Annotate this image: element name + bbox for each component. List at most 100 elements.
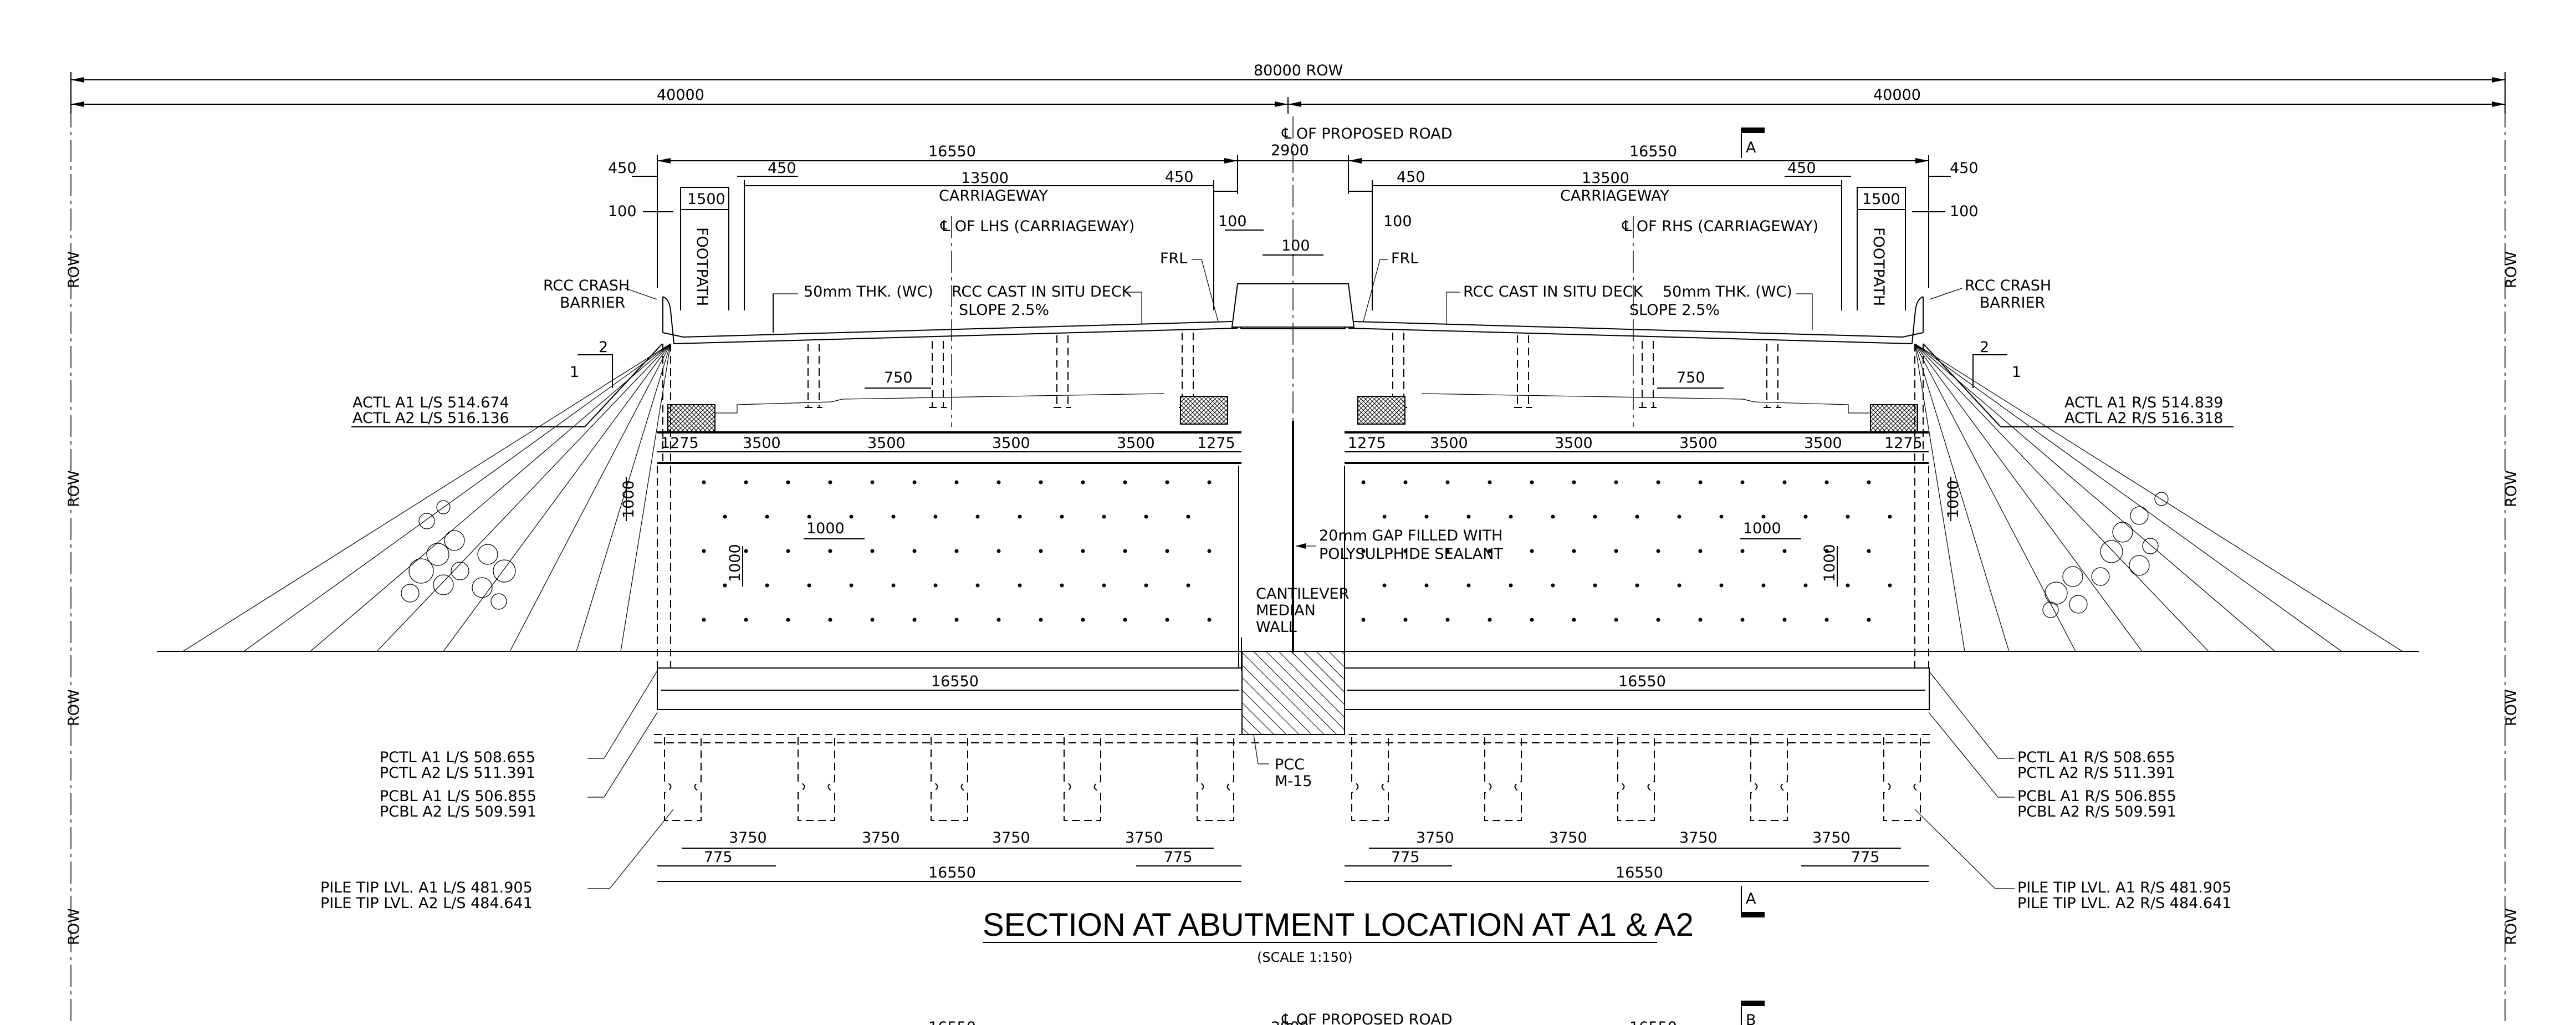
- lhs-barrier-label-1: RCC CRASH: [543, 277, 630, 294]
- title-scale: (SCALE 1:150): [1257, 950, 1352, 965]
- next-cl-label: ℄ OF PROPOSED ROAD: [1281, 1011, 1452, 1025]
- lhs-wall-dot: [786, 618, 790, 622]
- rhs-bearing-5: 1275: [1884, 435, 1923, 452]
- next-partial-left: 16550: [928, 1019, 976, 1025]
- pcc-label-2: M-15: [1275, 773, 1312, 790]
- road-centerline: ℄ OF PROPOSED ROAD 2900 100: [1237, 116, 1452, 654]
- rhs-carriageway-width: 13500: [1582, 170, 1629, 187]
- lhs-wall-dot: [1018, 583, 1022, 588]
- row-label-left-2: ROW: [65, 470, 83, 507]
- lhs-wall-dot: [1018, 514, 1022, 519]
- rhs-level-callouts: PCTL A1 R/S 508.655 PCTL A2 R/S 511.391 …: [1914, 670, 2231, 912]
- median-wall-label-2: MEDIAN: [1256, 602, 1316, 619]
- rhs-grid-v: 1000: [1821, 544, 1838, 582]
- rhs-wall-dot: [1635, 514, 1639, 519]
- lhs-wall-dot: [1039, 549, 1043, 553]
- lhs-abutment-wall: 1000 1000: [657, 344, 1239, 668]
- lhs-dim-100b: 100: [1218, 213, 1247, 230]
- lhs-pile-2: 3750: [992, 829, 1030, 846]
- rhs-wall-dot: [1614, 480, 1618, 485]
- lhs-wall-dot: [891, 583, 896, 588]
- pile: [1351, 737, 1389, 821]
- lhs-wall-dot: [702, 549, 706, 553]
- median-block: [1231, 283, 1355, 329]
- rhs-wall-dot: [1824, 618, 1829, 622]
- lhs-wall-dot: [765, 583, 769, 588]
- rhs-dim-450c: 450: [1950, 160, 1979, 177]
- section-a-label-top: A: [1746, 139, 1756, 156]
- lhs-dim-450c: 450: [1165, 169, 1194, 186]
- rhs-deck: 16550 13500 CARRIAGEWAY 450 450 450 100 …: [1345, 143, 1979, 464]
- lhs-pile-1: 3750: [862, 829, 900, 846]
- rhs-wall-dot: [1782, 618, 1787, 622]
- row-half-left-label: 40000: [657, 86, 704, 104]
- lhs-wall-dot: [996, 618, 1001, 622]
- row-label-right-3: ROW: [2503, 689, 2520, 726]
- row-half-right-label: 40000: [1873, 86, 1921, 104]
- lhs-wall-dot: [807, 583, 811, 588]
- section-marker-a-bottom: A: [1741, 886, 1765, 917]
- rhs-slope-label: SLOPE 2.5%: [1629, 302, 1720, 319]
- rhs-wall-dot: [1382, 514, 1387, 519]
- lhs-wall-dot: [723, 514, 727, 519]
- lhs-pcbl2: PCBL A2 L/S 509.591: [380, 803, 536, 820]
- rhs-wall-dot: [1424, 514, 1429, 519]
- lhs-wall-dot: [1039, 480, 1043, 485]
- gap-label-2: POLYSULPHIDE SEALANT: [1319, 545, 1503, 563]
- row-label-left-1: ROW: [65, 251, 83, 288]
- lhs-wall-dot: [1123, 618, 1127, 622]
- pile-cap: 16550 16550 PCC M-15: [654, 651, 1931, 790]
- rhs-wall-dot: [1614, 618, 1618, 622]
- rhs-wall-dot: [1867, 480, 1871, 485]
- rhs-wall-dot: [1698, 549, 1703, 553]
- rhs-deck-label: RCC CAST IN SITU DECK: [1463, 283, 1644, 300]
- rhs-wall-dot: [1846, 583, 1850, 588]
- rhs-barrier-label-2: BARRIER: [1980, 294, 2045, 312]
- lhs-pile-cap-width: 16550: [928, 864, 976, 881]
- lhs-wall-dot: [954, 549, 959, 553]
- lhs-wall-dot: [828, 549, 832, 553]
- rhs-wall-dot: [1445, 618, 1450, 622]
- rhs-wall-dot: [1403, 618, 1408, 622]
- rhs-bearing-3: 3500: [1679, 435, 1718, 452]
- lhs-wall-dot: [1081, 480, 1085, 485]
- lhs-grid-v: 1000: [727, 544, 744, 582]
- row-dimension: 80000 ROW 40000 40000: [70, 62, 2506, 114]
- rhs-girder-spacing: 750: [1677, 369, 1705, 386]
- pile: [664, 737, 702, 821]
- rhs-edge-right: 775: [1851, 849, 1880, 866]
- lhs-frl-label: FRL: [1160, 250, 1187, 267]
- lhs-wall-dot: [1123, 480, 1127, 485]
- lhs-wall-dot: [975, 514, 980, 519]
- rhs-wall-dot: [1361, 480, 1366, 485]
- pile: [798, 737, 835, 821]
- rhs-footpath-width: 1500: [1862, 191, 1900, 208]
- lhs-pctl2: PCTL A2 L/S 511.391: [380, 764, 535, 782]
- lhs-wall-dot: [1060, 514, 1064, 519]
- rhs-wall-dot: [1593, 583, 1597, 588]
- lhs-wall-dot: [723, 583, 727, 588]
- rhs-wall-height: 1000: [1945, 480, 1962, 518]
- rhs-edge-left: 775: [1391, 849, 1420, 866]
- pile: [1750, 737, 1788, 821]
- median-wall-label-1: CANTILEVER: [1256, 585, 1349, 603]
- section-b-label: B: [1746, 1012, 1756, 1025]
- lhs-tip1: PILE TIP LVL. A1 L/S 481.905: [320, 879, 533, 896]
- piles: [664, 737, 1921, 821]
- lhs-wall-dot: [1144, 514, 1148, 519]
- rhs-wall-dot: [1740, 480, 1745, 485]
- rhs-wall-dot: [1803, 514, 1808, 519]
- lhs-wc-label: 50mm THK. (WC): [804, 283, 933, 300]
- rhs-width-label: 16550: [1629, 143, 1677, 160]
- lhs-wall-dot: [1165, 618, 1169, 622]
- rhs-cl-label: ℄ OF RHS (CARRIAGEWAY): [1622, 218, 1818, 235]
- lhs-wall-dot: [1207, 618, 1212, 622]
- rhs-wall-dot: [1740, 618, 1745, 622]
- rhs-wall-dot: [1698, 618, 1703, 622]
- rhs-slope-v: 1: [2012, 364, 2021, 381]
- rhs-wc-label: 50mm THK. (WC): [1663, 283, 1792, 300]
- lhs-wall-dot: [744, 480, 748, 485]
- rhs-pctl2: PCTL A2 R/S 511.391: [2017, 764, 2175, 782]
- rhs-wall-dot: [1551, 583, 1555, 588]
- median-inner-dim-label: 100: [1281, 237, 1310, 254]
